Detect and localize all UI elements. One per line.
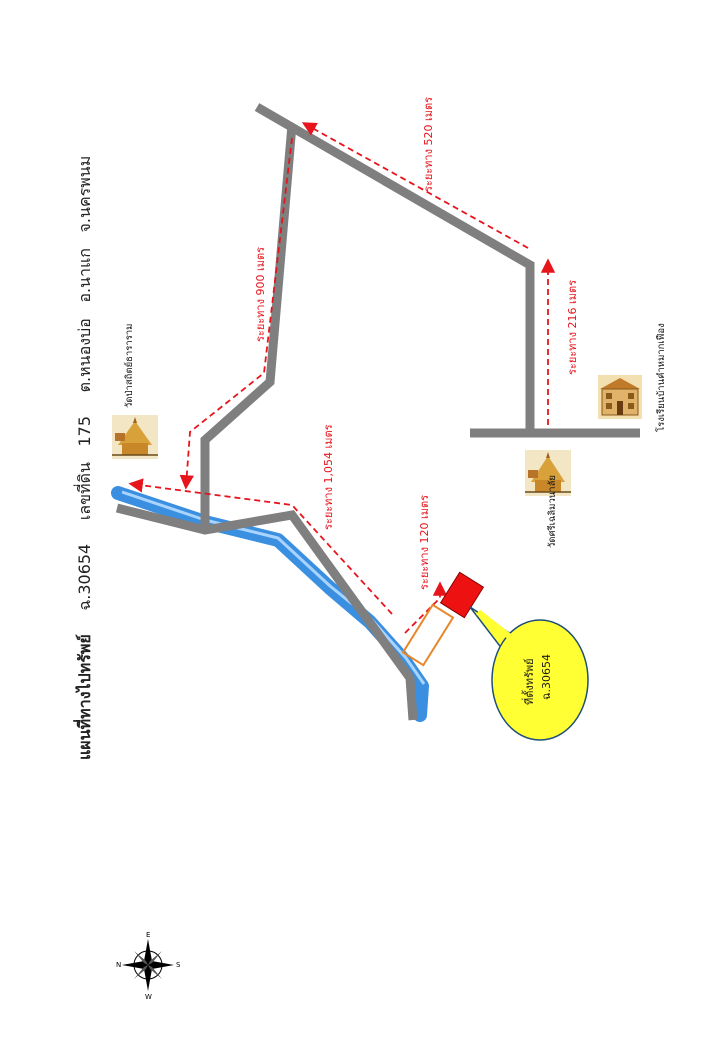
route-520 <box>301 122 529 249</box>
temple-top-label: วัดป่าสถิตย์ธาราราม <box>123 324 135 408</box>
map-title-block: แผนที่ทางไปทรัพย์ ฉ.30654 เลขที่ดิน 175 … <box>73 156 94 760</box>
callout-bubble <box>491 619 589 741</box>
province: จ.นครพนม <box>75 156 94 233</box>
river <box>111 486 429 722</box>
school-label: โรงเรียนบ้านคำหมากเฟือง <box>655 323 667 432</box>
property-callout: ที่ตั้งทรัพย์ ฉ.30654 <box>469 606 589 741</box>
route-900 <box>179 137 293 490</box>
svg-text:ที่ตั้งทรัพย์: ที่ตั้งทรัพย์ <box>521 658 536 705</box>
compass-w: W <box>145 993 152 1001</box>
property-marker[interactable] <box>439 571 485 619</box>
district: อ.นาแก <box>75 248 94 303</box>
compass-e: E <box>146 931 150 939</box>
distance-label-520: ระยะทาง 520 เมตร <box>422 97 435 192</box>
deed-number: ฉ.30654 <box>75 544 94 611</box>
distance-label-1054: ระยะทาง 1,054 เมตร <box>322 424 335 530</box>
distance-label-216: ระยะทาง 216 เมตร <box>566 280 579 375</box>
compass-n: N <box>116 961 121 969</box>
svg-text:ฉ.30654: ฉ.30654 <box>540 654 553 700</box>
distance-label-900: ระยะทาง 900 เมตร <box>254 247 267 342</box>
property <box>439 571 485 619</box>
compass-s: S <box>176 961 181 969</box>
callout-line2: ฉ.30654 <box>540 654 553 700</box>
roads <box>115 103 640 721</box>
road-main-diagonal <box>254 103 535 433</box>
land-number: 175 <box>75 416 94 447</box>
distance-label-120: ระยะทาง 120 เมตร <box>418 495 431 590</box>
land-number-label: เลขที่ดิน <box>73 462 94 520</box>
temple-top-icon <box>112 415 158 459</box>
route-arrows <box>128 122 556 634</box>
compass-icon: N S E W <box>116 931 181 1001</box>
map-title: แผนที่ทางไปทรัพย์ <box>73 634 94 760</box>
temple-bottom-icon <box>525 450 571 496</box>
road-river-side <box>115 503 418 721</box>
plot-outline <box>401 603 455 667</box>
subdistrict: ต.หนองบ่อ <box>75 318 94 392</box>
road-branch <box>200 124 297 530</box>
route-1054 <box>128 478 393 615</box>
plot <box>401 603 455 667</box>
temple-bottom-label: วัดศรีเฉลิมวนาลัย <box>546 475 558 548</box>
route-120 <box>404 581 448 634</box>
svg-text:แผนที่ทางไปทรัพย์ ฉ.3065: แผนที่ทางไปทรัพย์ ฉ.30654 เลขที่ดิน 175 … <box>73 156 94 760</box>
school-icon <box>598 375 642 419</box>
callout-line1: ที่ตั้งทรัพย์ <box>521 658 536 705</box>
